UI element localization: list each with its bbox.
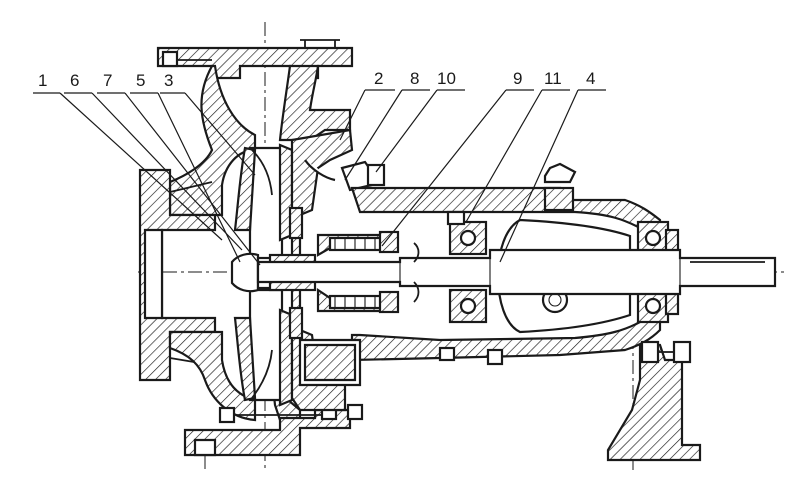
discharge-flange [156,46,354,80]
foot-slot [193,438,217,457]
volute-casing-right-wall [278,64,352,142]
packing-rings-upper [334,238,376,250]
leader-9 [381,89,507,247]
callout-label-8: 8 [410,69,419,88]
leader-2 [339,89,366,141]
callout-label-2: 2 [374,69,383,88]
oil-filler-cap [543,162,577,184]
gland-upper [378,230,400,254]
impeller-shroud-lower [233,316,257,402]
foot-bolt-left [218,406,236,424]
callout-label-11: 11 [544,69,562,88]
callout-label-1: 1 [38,71,47,90]
callout-label-6: 6 [70,71,79,90]
flange-nut-top-left [161,50,179,68]
gland-lower [378,290,400,314]
support-bolt-right [672,340,692,364]
leader-5 [157,92,241,263]
seal-ring-lower [288,306,304,340]
bracket-drain-plug [486,348,504,366]
foot-nut-right [346,403,364,421]
splash-ring-lower [413,281,420,303]
callout-label-3: 3 [164,71,173,90]
leader-4 [499,89,579,263]
cover-recess [304,159,336,182]
leader-10 [375,89,438,173]
bearing-bracket-top [350,186,662,238]
gland-bolt-nut [366,163,386,187]
packing-rings-lower [334,296,376,308]
outer-bearing-ball-lower [644,297,662,315]
shaft-steps [399,250,681,294]
callout-label-5: 5 [136,71,145,90]
bracket-support-foot [606,343,702,462]
impeller-vane-lower [251,349,273,399]
packing-upper [328,236,387,252]
bracket-lower-boss-hatch [303,343,357,382]
outer-bearing-ball-upper [644,229,662,247]
suction-bore [143,228,164,320]
callout-label-4: 4 [586,69,595,88]
flange-rim-top [300,39,340,48]
leader-6 [91,92,243,251]
leader-7 [124,92,261,266]
leader-8 [344,89,403,181]
impeller-nut [230,252,260,293]
splash-ring-upper [413,242,420,263]
pump-shaft [256,248,777,296]
bracket-lower-bolt [438,346,456,362]
inner-bearing-ball-upper [459,229,477,247]
packing-lower [328,294,387,310]
support-bolt-left [640,340,660,364]
leader-3 [184,92,256,176]
suction-rib-upper [169,181,213,193]
seal-ring-upper [288,206,304,240]
leader-11 [465,89,543,223]
callout-label-7: 7 [103,71,112,90]
callout-label-9: 9 [513,69,522,88]
leader-1 [59,92,223,241]
inner-bearing-ball-lower [459,297,477,315]
oil-filler-boss [543,186,575,212]
impeller-vane-upper [251,149,273,196]
callout-label-10: 10 [437,69,456,88]
volute-casing-lower [168,330,257,422]
bearing-cap-bolt [446,210,466,226]
